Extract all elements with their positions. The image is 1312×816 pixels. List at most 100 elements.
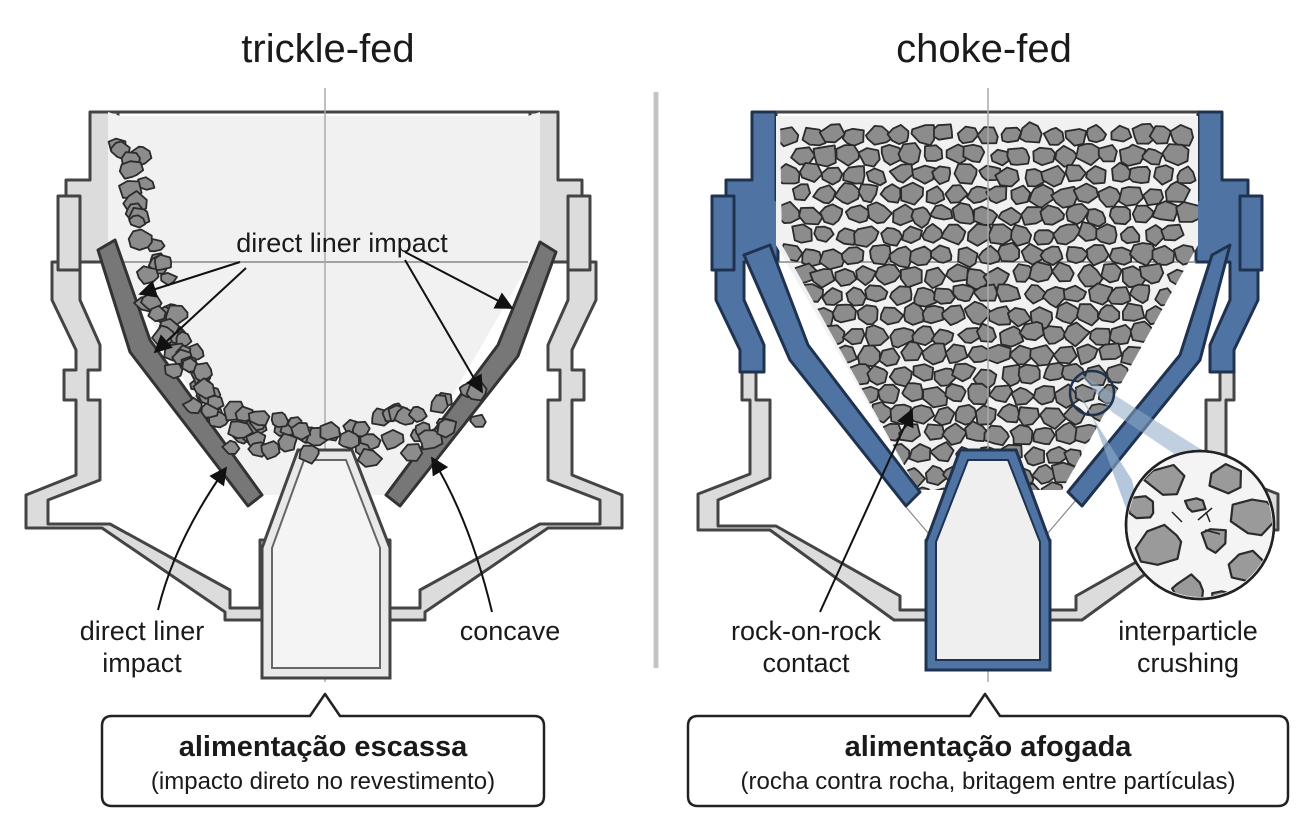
- rock: [1175, 201, 1198, 223]
- rock: [1128, 165, 1151, 184]
- rock: [1098, 342, 1123, 361]
- rock: [857, 147, 881, 168]
- rock-stream: [107, 137, 488, 468]
- rock: [940, 223, 967, 246]
- rock: [1110, 124, 1133, 143]
- rock: [997, 241, 1021, 263]
- rock: [380, 429, 405, 451]
- rock: [857, 183, 879, 204]
- rock: [853, 225, 880, 248]
- label-direct-liner-impact-line2: impact: [102, 648, 182, 678]
- rock: [1153, 164, 1175, 186]
- rock: [1018, 121, 1043, 144]
- rock: [1100, 262, 1123, 284]
- rock: [844, 204, 871, 224]
- rock: [1010, 223, 1033, 247]
- rock: [877, 383, 901, 405]
- rock: [399, 443, 424, 462]
- rock: [1085, 165, 1107, 185]
- rock: [983, 424, 1010, 447]
- zoom-rock-detail: [1128, 458, 1272, 597]
- rock: [791, 223, 813, 244]
- rock: [925, 185, 946, 205]
- rock: [944, 383, 967, 403]
- rock: [964, 420, 989, 442]
- rock: [1095, 223, 1118, 245]
- rock: [923, 144, 944, 162]
- rock: [1010, 184, 1032, 206]
- rock: [844, 485, 869, 490]
- panel-title: choke-fed: [896, 27, 1072, 71]
- rock: [888, 163, 915, 184]
- rock: [1097, 304, 1121, 324]
- rock: [1105, 363, 1131, 384]
- rock: [1086, 244, 1110, 267]
- rock: [791, 183, 811, 202]
- rock: [1032, 427, 1056, 446]
- rock: [951, 362, 977, 383]
- rock: [1200, 528, 1227, 554]
- rock: [1042, 325, 1067, 345]
- rock: [864, 284, 889, 303]
- caption-box-trickle: [100, 692, 546, 808]
- rock: [967, 345, 991, 364]
- rock: [1151, 200, 1178, 222]
- caption-box-choke: [686, 692, 1290, 808]
- rock: [290, 421, 312, 441]
- left-flange: [56, 194, 82, 272]
- rock: [1176, 165, 1197, 184]
- rock: [1164, 300, 1192, 324]
- rock: [923, 266, 947, 290]
- rock: [856, 304, 879, 326]
- rock: [929, 244, 953, 264]
- rock: [356, 448, 383, 468]
- rock: [1142, 188, 1165, 207]
- rock: [207, 394, 225, 410]
- rock: [967, 382, 991, 406]
- rock: [931, 165, 952, 186]
- rock: [1151, 244, 1176, 266]
- rock: [1040, 164, 1067, 188]
- rock: [780, 163, 801, 185]
- rock: [921, 342, 948, 366]
- zoom-source-circle: [1068, 369, 1116, 417]
- rock: [1085, 208, 1107, 228]
- rock: [812, 144, 837, 168]
- rock: [780, 200, 802, 224]
- rock: [1121, 302, 1146, 322]
- rock: [834, 268, 858, 287]
- rock: [821, 287, 843, 306]
- rock: [999, 325, 1025, 348]
- rock: [833, 182, 861, 205]
- rock: [1028, 183, 1057, 210]
- left-concave-liner: [742, 243, 922, 508]
- rock: [1076, 343, 1099, 366]
- rock: [888, 366, 913, 388]
- rock: [1161, 143, 1190, 167]
- rock: [1040, 481, 1067, 490]
- right-flange: [566, 194, 592, 272]
- rock: [866, 201, 893, 225]
- rock: [952, 283, 976, 303]
- rock: [908, 245, 933, 267]
- rock: [1023, 446, 1046, 467]
- fracture-line: [1205, 511, 1211, 523]
- rock: [780, 126, 800, 148]
- rock: [1129, 242, 1158, 267]
- rock: [1045, 445, 1070, 464]
- rock: [1039, 245, 1064, 266]
- rock: [1024, 284, 1048, 305]
- rock: [1052, 223, 1082, 246]
- rock: [804, 446, 829, 466]
- rock: [945, 263, 969, 283]
- label-interparticle-line1: interparticle: [1118, 616, 1258, 646]
- rock: [840, 246, 865, 266]
- rock: [1076, 303, 1099, 327]
- rock: [160, 272, 178, 287]
- rock: [436, 418, 458, 439]
- rock: [900, 340, 924, 362]
- rock: [974, 404, 997, 426]
- rock: [780, 443, 802, 466]
- rock: [1042, 126, 1065, 146]
- rock: [1039, 407, 1067, 430]
